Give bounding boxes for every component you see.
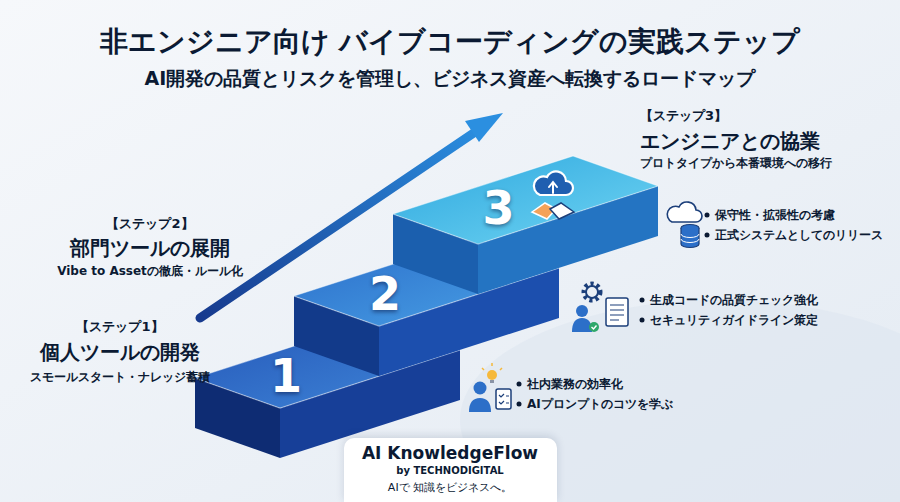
bullet-text: セキュリティガイドライン策定 [650,313,818,327]
bullet-text: 保守性・拡張性の考慮 [715,208,835,222]
step-heading: 個人ツールの開発 [40,340,200,364]
bullet-dot [517,402,522,407]
block-shape [393,156,658,294]
bullet-dot [705,213,710,218]
step-heading: エンジニアとの協業 [640,129,820,153]
subtitle: AI開発の品質とリスクを管理し、ビジネス資産へ転換するロードマップ [145,67,756,90]
bullet-dot [705,233,710,238]
title: 非エンジニア向け バイブコーディングの実践ステップ [100,25,801,59]
bullet-text: AIプロンプトのコツを学ぶ [527,397,673,411]
bullet-dot [640,318,645,323]
step-subtitle: 【ステップ2】 [106,216,193,232]
step-subtitle: Vibe to Assetの徹底・ルール化 [57,264,243,278]
step-block: 3【ステップ3】エンジニアとの協業プロトタイプから本番環境への移行 [393,156,658,294]
bullet-text: 生成コードの品質チェック強化 [650,293,818,307]
bullet-dot [517,382,522,387]
step-subtitle: 【ステップ3】 [640,108,727,124]
progress-arrowhead [465,113,503,142]
brand-company: by TECHNODIGITAL [396,465,504,477]
step-number: 3 [482,181,514,236]
block-top-face [393,156,658,244]
step-heading: 部門ツールの展開 [70,236,230,260]
person-clipboard-icon [469,363,511,412]
step-number: 2 [369,268,401,323]
bullet-dot [640,298,645,303]
gear-person-document-icon [572,284,628,332]
brand-box: AI KnowledgeFlow by TECHNODIGITAL AIで 知識をビ… [344,438,557,502]
step-subtitle: 【ステップ1】 [76,319,163,335]
brand-name: AI KnowledgeFlow [362,443,538,463]
cloud-database-icon [667,202,702,247]
bullet-text: 社内業務の効率化 [527,377,623,391]
brand-tagline: AIで 知識をビジネスへ。 [388,481,512,494]
bullet-text: 正式システムとしてのリリース [715,228,883,242]
step-subtitle: スモールスタート・ナレッジ蓄積 [30,370,210,384]
handshake-icon [532,171,574,219]
step-subtitle: プロトタイプから本番環境への移行 [640,156,832,170]
step-number: 1 [270,350,302,405]
